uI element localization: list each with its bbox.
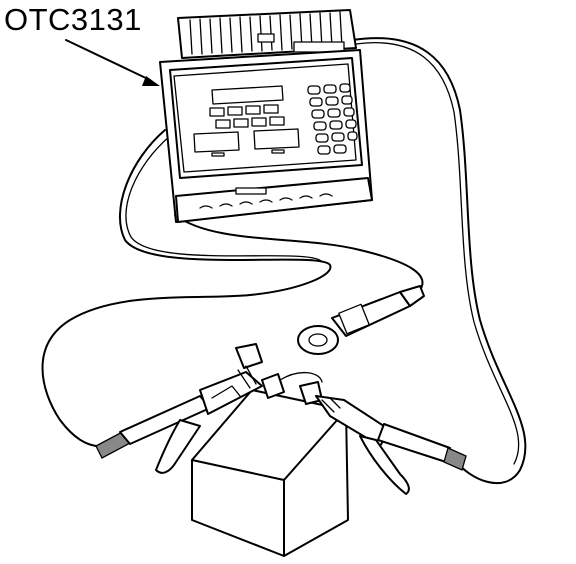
battery — [191, 372, 349, 557]
positive-clamp — [95, 343, 263, 474]
cables — [41, 37, 527, 485]
current-probe-clamp — [297, 285, 425, 355]
callout-label: OTC3131 — [4, 2, 142, 37]
negative-clamp — [315, 395, 467, 495]
battery-tester-unit — [159, 9, 373, 223]
callout-arrow — [65, 39, 160, 86]
